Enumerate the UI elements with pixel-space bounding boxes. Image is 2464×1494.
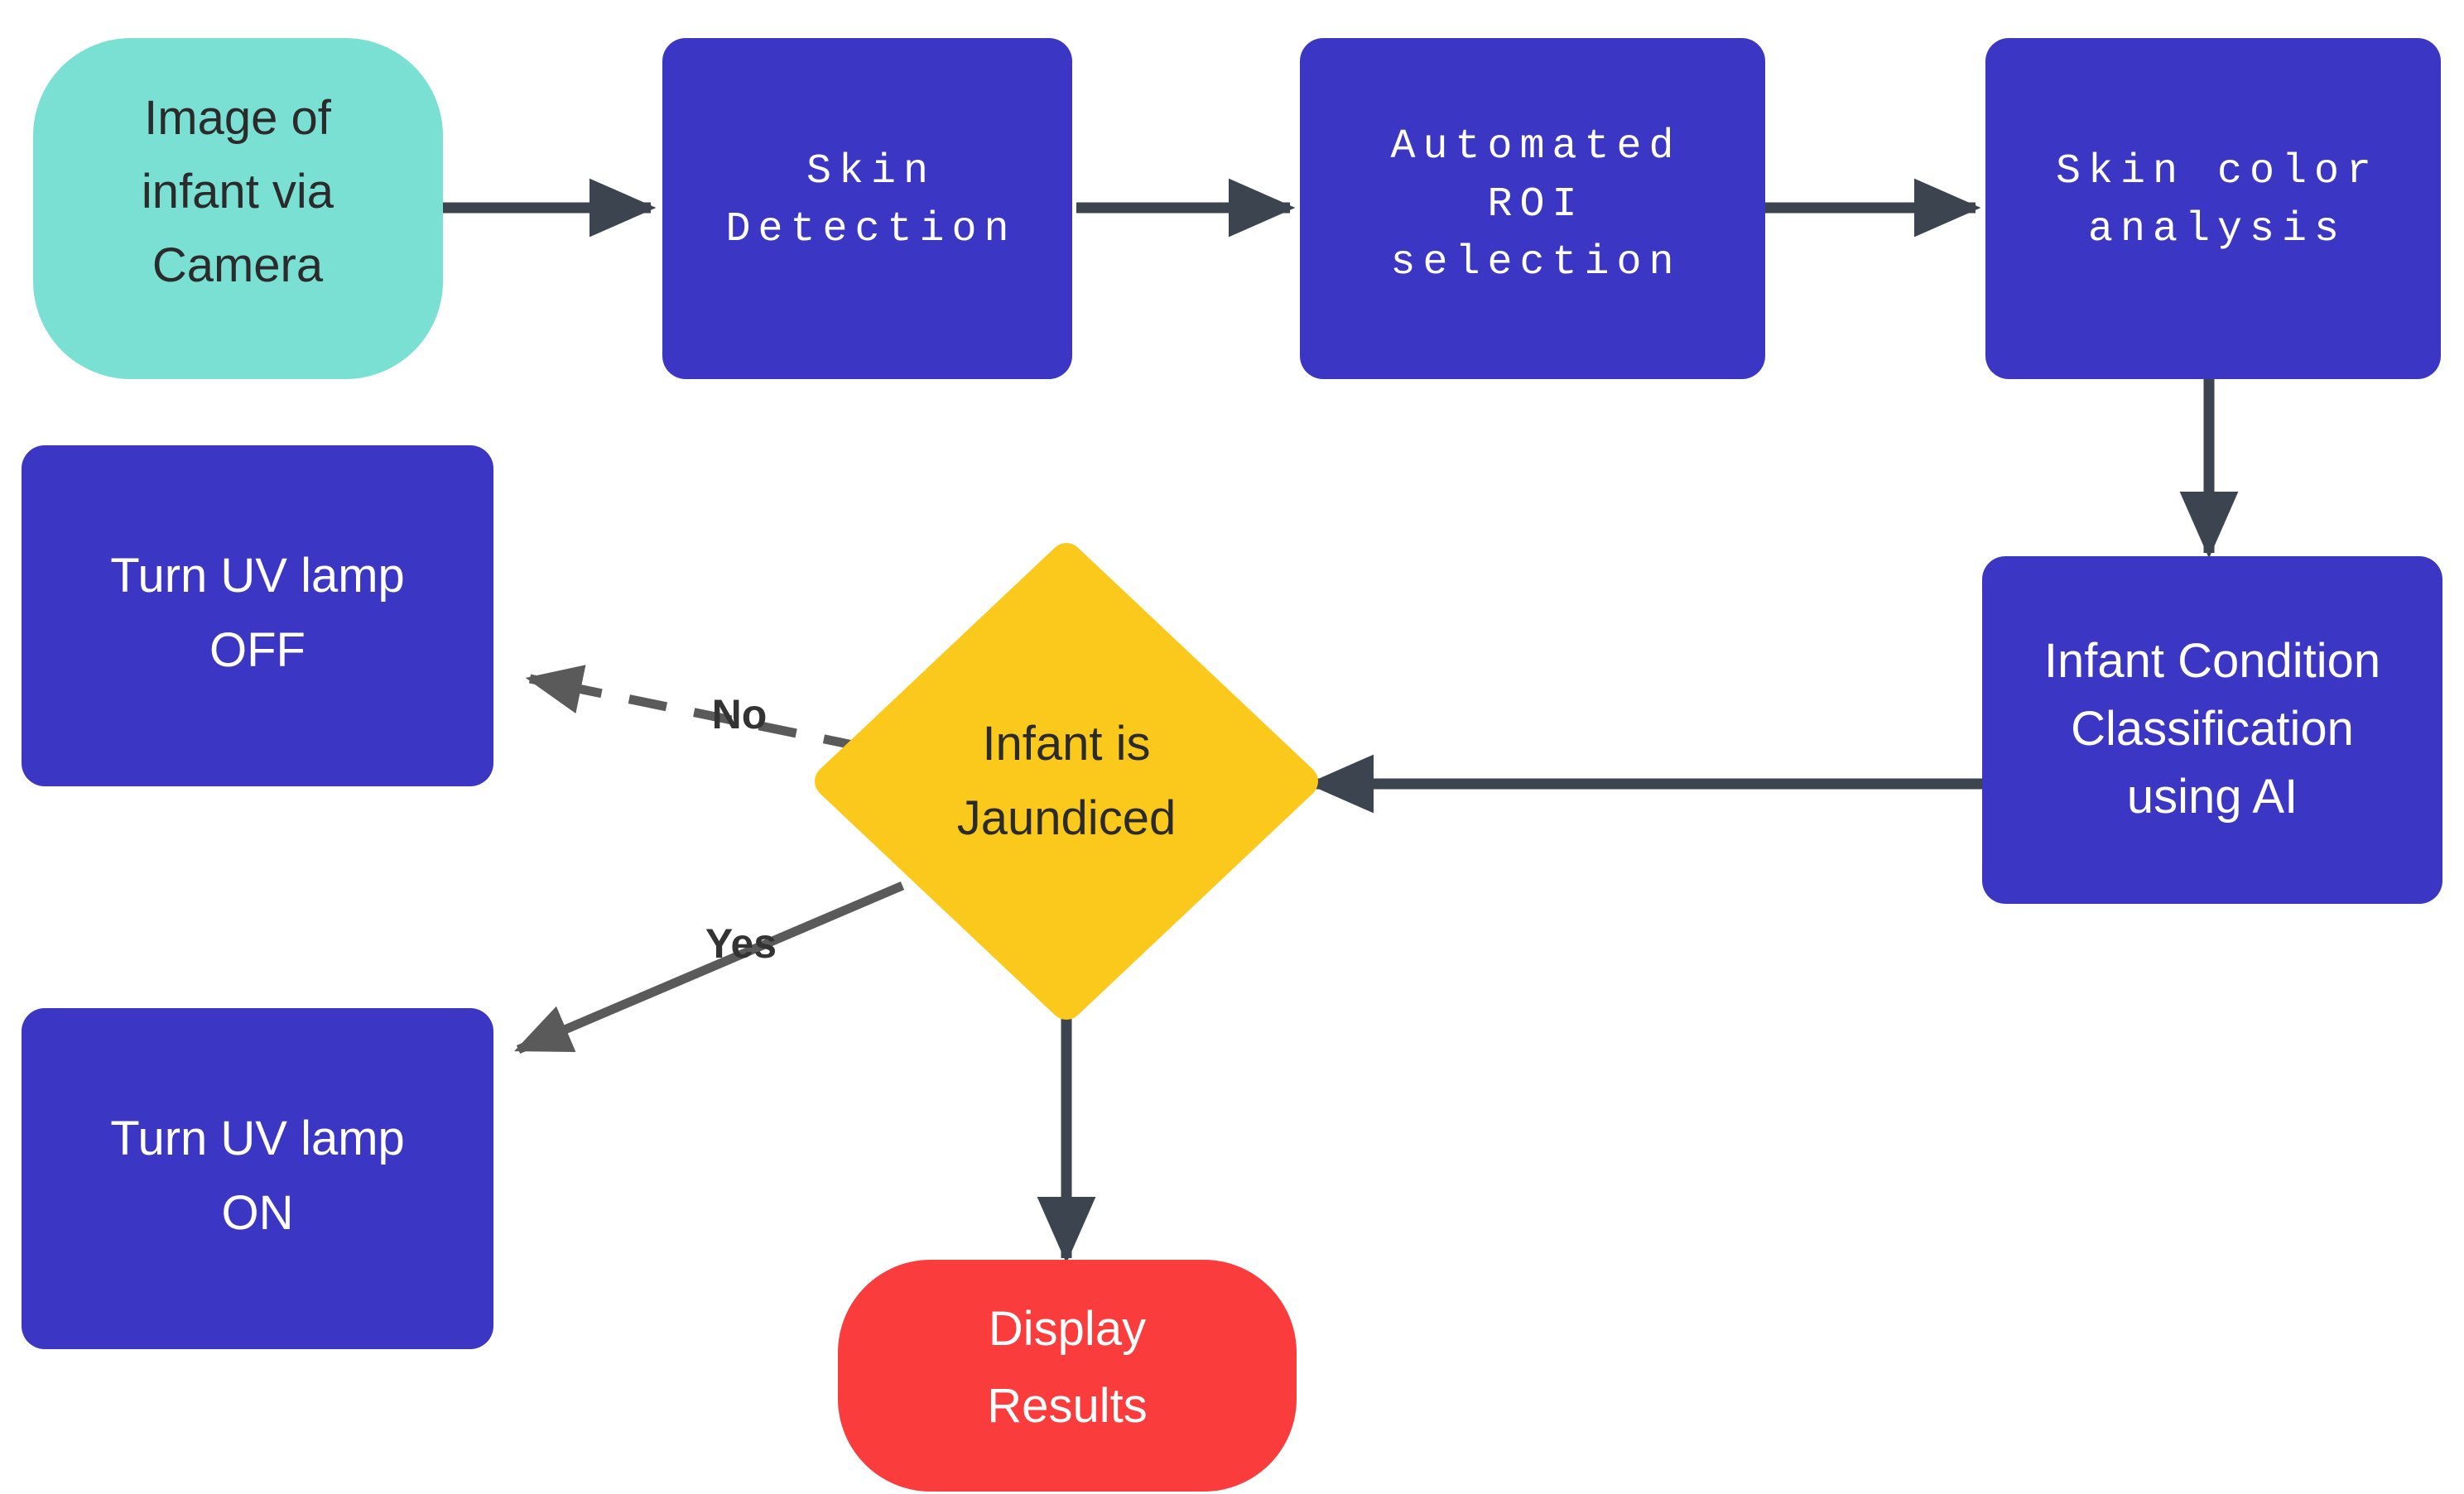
- edge-label-yes: Yes: [705, 920, 777, 967]
- node-skin-detection[interactable]: Skin Detection: [662, 38, 1072, 379]
- node-label-line-1: Infant is: [982, 717, 1150, 771]
- node-shape[interactable]: [22, 1008, 493, 1349]
- node-label-line-3: using AI: [2127, 770, 2298, 824]
- node-shape[interactable]: [838, 1260, 1297, 1492]
- node-uv-lamp-on[interactable]: Turn UV lamp ON: [22, 1008, 493, 1349]
- node-label-line-1: Automated: [1390, 123, 1681, 171]
- node-label-line-1: Image of: [144, 91, 332, 145]
- node-label-line-1: Skin: [806, 148, 936, 195]
- node-infant-is-jaundiced[interactable]: Infant is Jaundiced: [815, 543, 1318, 1020]
- node-label-line-2: OFF: [209, 623, 306, 677]
- node-shape[interactable]: [33, 38, 443, 379]
- node-label-line-1: Skin color: [2056, 148, 2379, 195]
- node-label-line-2: ROI: [1487, 181, 1584, 228]
- edge-line: [513, 881, 905, 1054]
- node-label-line-3: selection: [1390, 239, 1681, 286]
- node-skin-color-analysis[interactable]: Skin color analysis: [1985, 38, 2441, 379]
- node-shape[interactable]: [1985, 38, 2441, 379]
- edge-label-no: No: [712, 691, 768, 737]
- node-display-results[interactable]: Display Results: [838, 1260, 1297, 1492]
- node-label-line-1: Turn UV lamp: [110, 549, 405, 603]
- node-roi-selection[interactable]: Automated ROI selection: [1300, 38, 1765, 379]
- node-label-line-2: Classification: [2071, 702, 2354, 756]
- edges-layer: No Yes: [441, 178, 2239, 1264]
- node-shape[interactable]: [1300, 38, 1765, 379]
- node-shape[interactable]: [22, 445, 493, 786]
- node-label-line-1: Infant Condition: [2044, 634, 2380, 688]
- edge-decision-to-lamp-on: Yes: [513, 881, 905, 1054]
- node-label-line-2: infant via: [142, 165, 334, 219]
- node-label-line-2: analysis: [2088, 206, 2346, 253]
- node-image-capture[interactable]: Image of infant via Camera: [33, 38, 443, 379]
- node-shape[interactable]: [1982, 556, 2442, 904]
- node-shape[interactable]: [662, 38, 1072, 379]
- node-label-line-3: Camera: [152, 238, 324, 292]
- node-shape[interactable]: [815, 543, 1318, 1020]
- node-label-line-2: Results: [987, 1379, 1147, 1433]
- node-label-line-2: ON: [222, 1186, 294, 1240]
- edge-decision-to-lamp-off: No: [525, 665, 863, 752]
- node-uv-lamp-off[interactable]: Turn UV lamp OFF: [22, 445, 493, 786]
- node-label-line-2: Jaundiced: [957, 791, 1176, 845]
- node-label-line-1: Display: [989, 1302, 1146, 1356]
- node-label-line-2: Detection: [725, 206, 1016, 253]
- edge-line-dashed: [525, 665, 863, 752]
- node-infant-condition-classification[interactable]: Infant Condition Classification using AI: [1982, 556, 2442, 904]
- node-label-line-1: Turn UV lamp: [110, 1112, 405, 1165]
